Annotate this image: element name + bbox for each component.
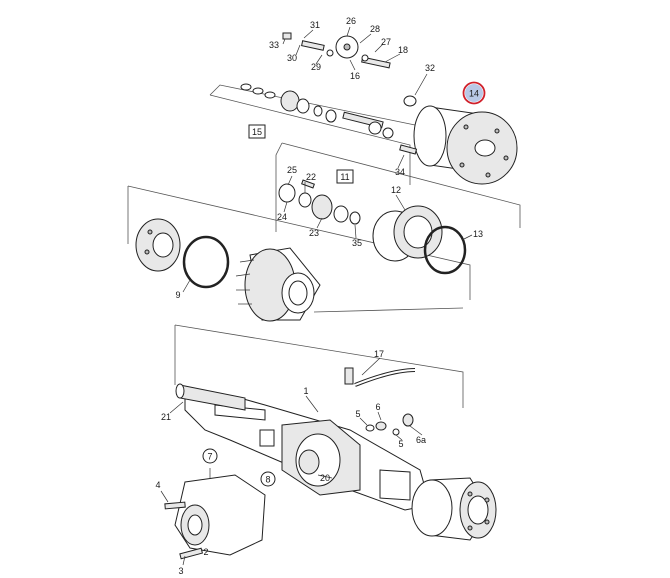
axle-housing	[184, 387, 431, 511]
planet-gear-set	[278, 179, 361, 225]
callout-12: 12	[391, 185, 401, 195]
callout-33: 33	[269, 40, 279, 50]
circled-callout-8[interactable]: 8	[260, 471, 276, 487]
callout-23: 23	[309, 228, 319, 238]
hub-drum	[399, 95, 518, 185]
callout-18: 18	[398, 45, 408, 55]
planetary-shaft-assembly	[240, 83, 394, 139]
callout-6a: 6a	[416, 435, 426, 445]
callout-2: 2	[203, 547, 208, 557]
right-hub-end	[411, 477, 497, 541]
pinion-flange-assembly	[282, 32, 391, 69]
callout-20: 20	[320, 473, 330, 483]
o-ring	[182, 235, 230, 289]
part-14-highlight[interactable]: 14	[462, 81, 486, 105]
group-frames	[127, 84, 521, 408]
callout-27: 27	[381, 37, 391, 47]
callout-4: 4	[155, 480, 160, 490]
callout-3: 3	[178, 566, 183, 576]
callout-17: 17	[374, 349, 384, 359]
callout-1: 1	[303, 386, 308, 396]
callout-6: 6	[375, 402, 380, 412]
callout-26: 26	[346, 16, 356, 26]
callout-32: 32	[425, 63, 435, 73]
callout-16: 16	[350, 71, 360, 81]
wheel-studs	[235, 259, 255, 305]
boxed-callout-15[interactable]: 15	[248, 124, 266, 139]
differential-carrier	[164, 474, 266, 560]
svg-text:8: 8	[265, 475, 270, 485]
callout-5-upper: 5	[355, 409, 360, 419]
breather-hose	[344, 367, 416, 436]
leader-lines	[160, 26, 473, 566]
boxed-callout-11[interactable]: 11	[336, 169, 354, 184]
callout-28: 28	[370, 24, 380, 34]
circled-callout-7[interactable]: 7	[202, 448, 218, 464]
callout-21: 21	[161, 412, 171, 422]
callout-25: 25	[287, 165, 297, 175]
svg-text:11: 11	[340, 172, 349, 182]
callout-13: 13	[473, 229, 483, 239]
callout-30: 30	[287, 53, 297, 63]
ring-gear	[372, 205, 443, 262]
callout-14: 14	[469, 89, 479, 99]
snap-ring	[423, 225, 467, 275]
brake-flange	[135, 218, 181, 272]
callout-31: 31	[310, 20, 320, 30]
callout-35: 35	[352, 238, 362, 248]
svg-text:7: 7	[207, 452, 212, 462]
callout-labels: 31 26 28 27 18 33 30 29 16 32 34 25 22 2…	[155, 16, 483, 576]
callout-29: 29	[311, 62, 321, 72]
wheel-hub	[235, 247, 321, 322]
callout-5-lower: 5	[398, 439, 403, 449]
callout-9: 9	[175, 290, 180, 300]
callout-22: 22	[306, 172, 316, 182]
callout-34: 34	[395, 167, 405, 177]
drive-shaft	[175, 383, 246, 411]
svg-text:15: 15	[252, 127, 262, 137]
callout-24: 24	[277, 212, 287, 222]
